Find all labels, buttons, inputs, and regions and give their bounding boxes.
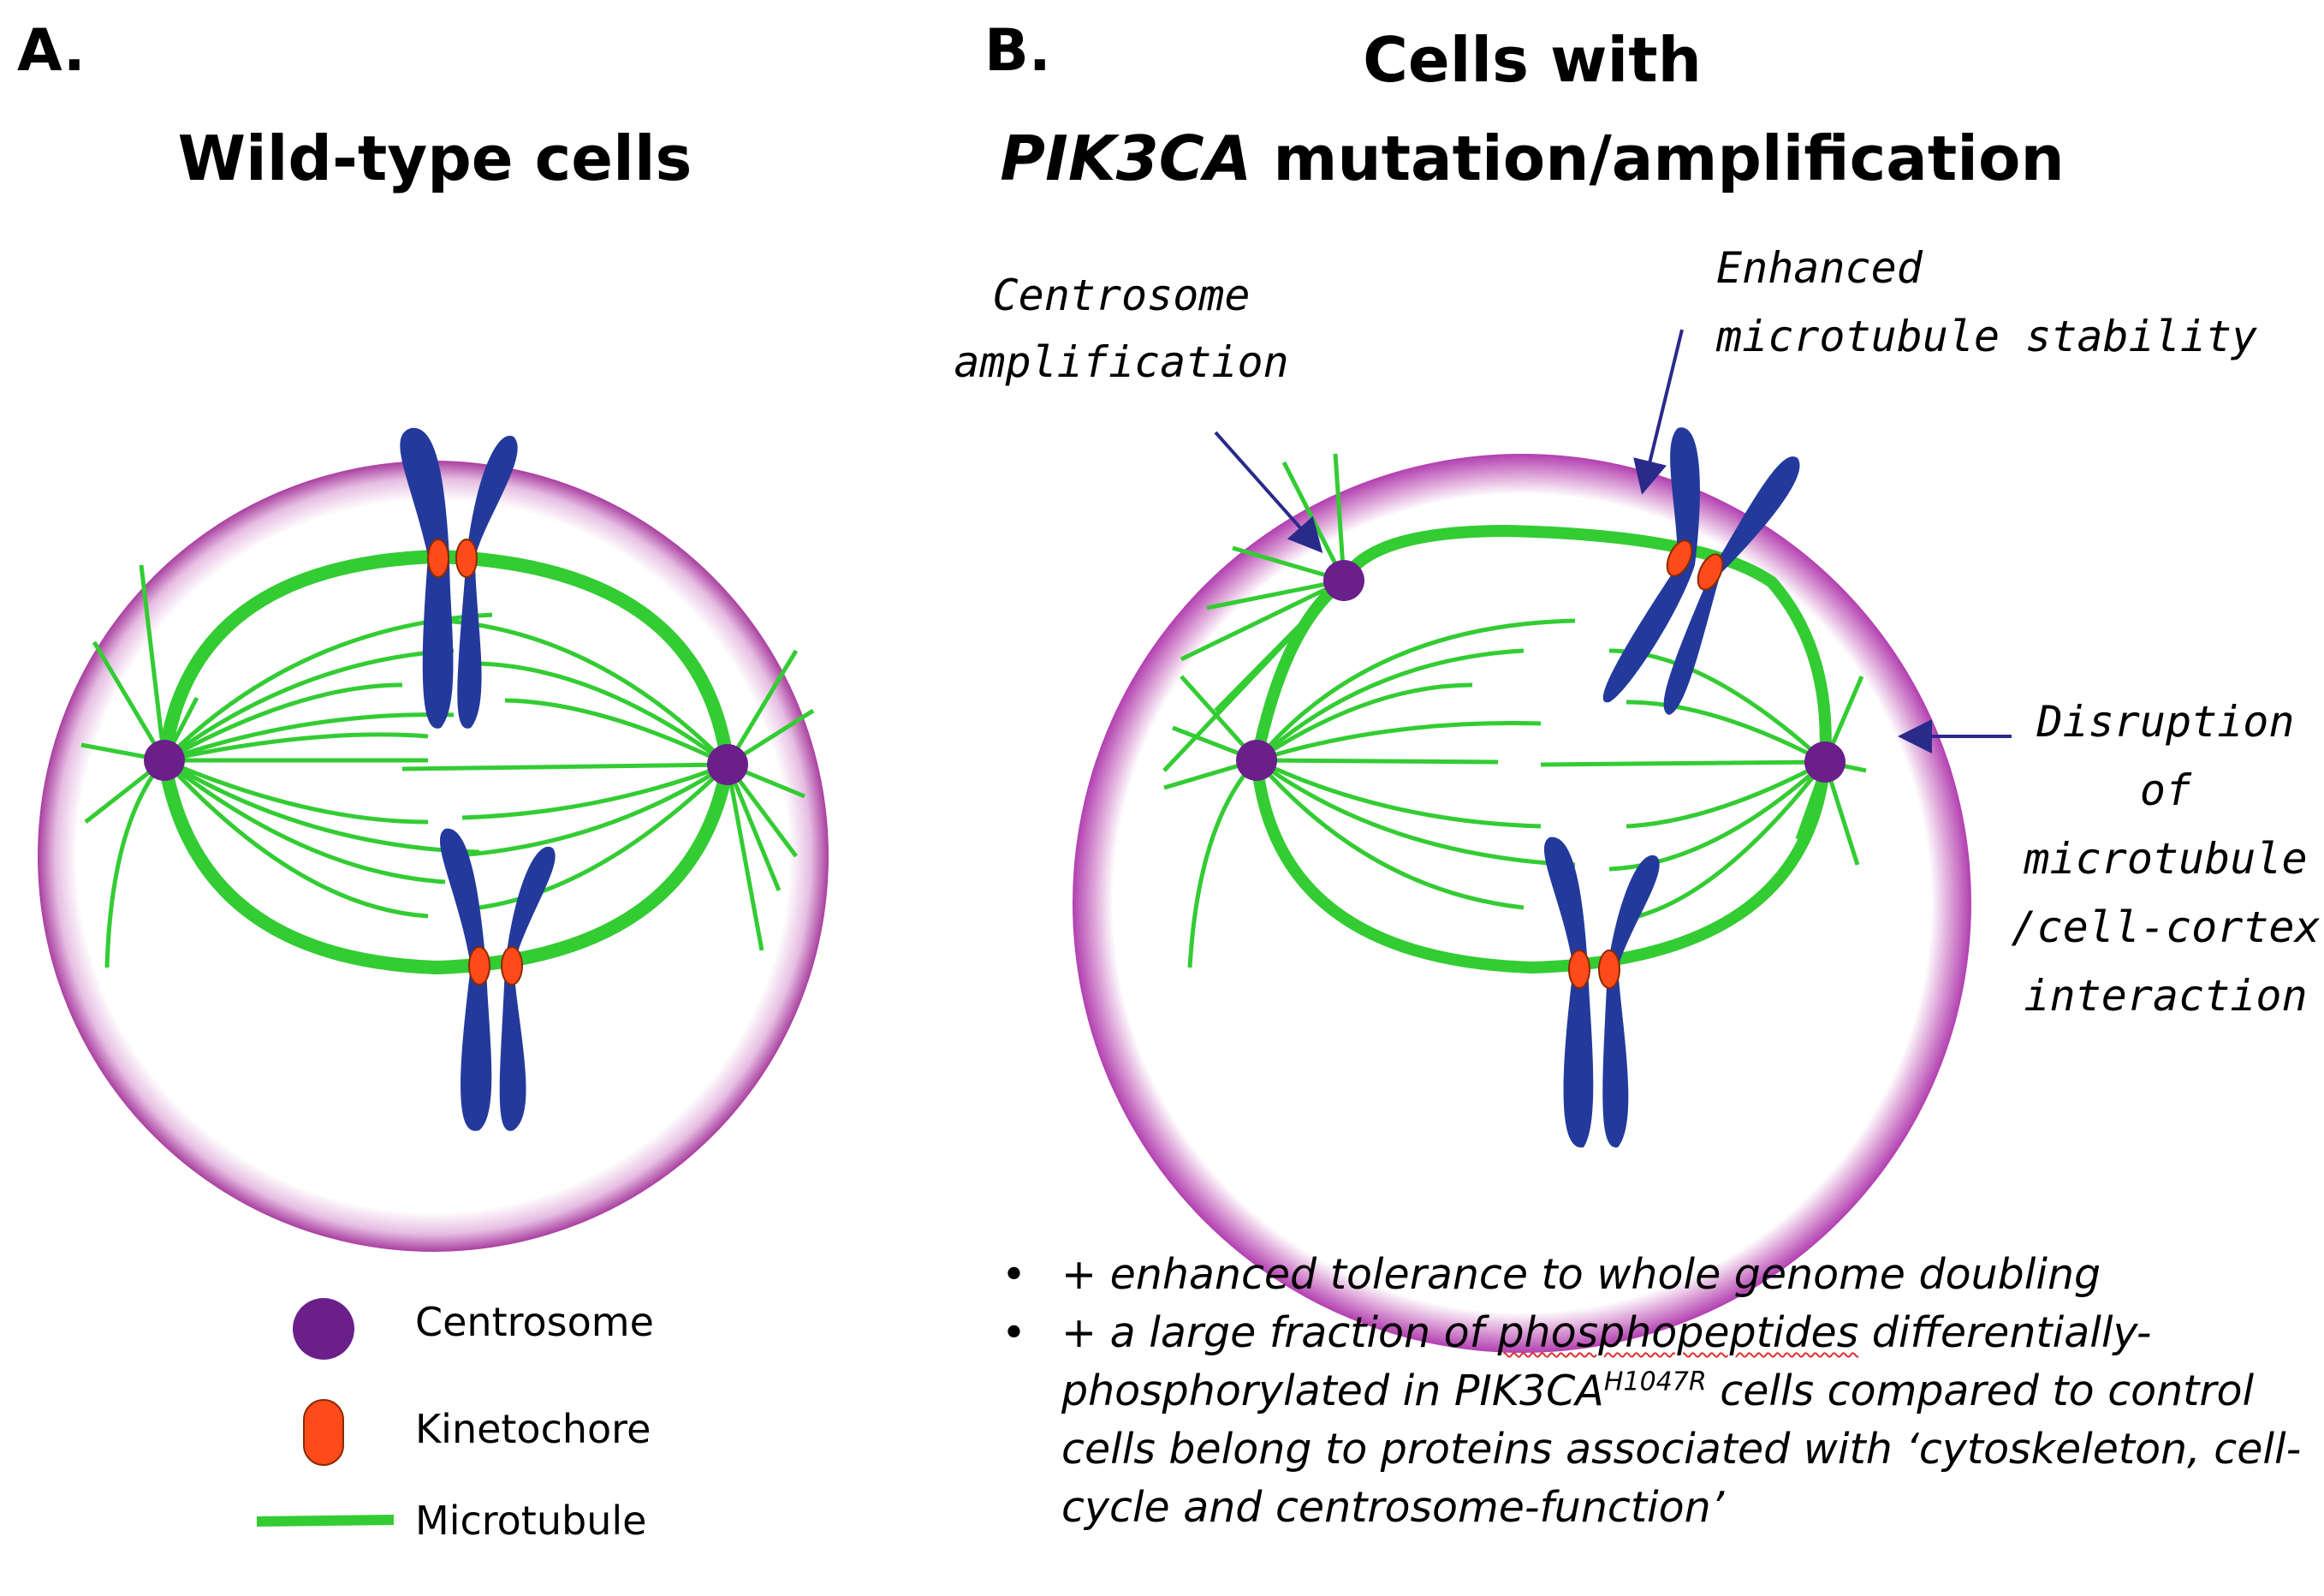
chromosome-b-bottom	[1543, 837, 1660, 1148]
anno-mt-stability-1: Enhanced	[1716, 243, 1923, 293]
anno-disruption-4: /cell-cortex	[2011, 902, 2320, 952]
finding-2: • + a large fraction of phosphopeptides d…	[993, 1304, 2311, 1537]
centrosome-b-left	[1236, 740, 1277, 781]
arrow-centrosome-amp	[1214, 431, 1323, 553]
anno-mt-stability-2: microtubule stability	[1715, 312, 2257, 361]
legend: Centrosome Kinetochore Microtubule	[256, 1298, 654, 1544]
panel-b-title-line2: PIK3CA mutation/amplification	[1000, 122, 2064, 194]
arrow-mt-stability	[1633, 329, 1684, 495]
finding-2-post: cells compared to control cells belong t…	[1061, 1367, 2302, 1532]
panel-a-title: Wild-type cells	[178, 122, 692, 194]
legend-centrosome-swatch	[293, 1298, 354, 1360]
kinetochores-b-top	[1666, 539, 1724, 591]
findings-list: • + enhanced tolerance to whole genome do…	[993, 1246, 2311, 1537]
panel-b-title-line1: Cells with	[1363, 24, 1702, 96]
finding-1: • + enhanced tolerance to whole genome do…	[993, 1246, 2311, 1304]
anno-disruption-2: of	[2140, 765, 2192, 815]
title-gene-name: PIK3CA	[1000, 122, 1251, 194]
anno-disruption-1: Disruption	[2036, 697, 2294, 747]
cell-membrane-a	[38, 461, 829, 1252]
legend-kinetochore-swatch	[303, 1399, 344, 1466]
centrosome-b-right	[1804, 741, 1846, 783]
anno-disruption-3: microtubule	[2023, 834, 2307, 884]
centrosome-a-right	[707, 744, 748, 785]
bullet-marker: •	[1002, 1250, 1026, 1299]
finding-2-mid: differentially-phosphorylated in PIK3CA	[1061, 1308, 2152, 1415]
legend-centrosome-label: Centrosome	[415, 1299, 654, 1345]
finding-2-pre: + a large fraction of	[1061, 1308, 1498, 1357]
anno-centrosome-amp-1: Centrosome	[992, 271, 1250, 320]
chromosome-b-top	[1602, 427, 1800, 715]
legend-microtubule-label: Microtubule	[415, 1498, 646, 1544]
panel-a-letter: A.	[17, 17, 86, 85]
chromosome-a-bottom	[439, 828, 556, 1131]
chromosome-a-top	[400, 427, 518, 729]
kinetochores-a-top	[427, 539, 478, 578]
finding-2-superscript: H1047R	[1603, 1367, 1707, 1397]
centrosome-a-left	[144, 740, 185, 781]
legend-microtubule-swatch	[256, 1515, 395, 1527]
wildtype-cell	[38, 427, 829, 1252]
finding-1-text: + enhanced tolerance to whole genome dou…	[1061, 1250, 2101, 1299]
anno-centrosome-amp-2: amplification	[954, 337, 1288, 387]
kinetochores-b-bottom	[1568, 950, 1620, 989]
finding-2-keyword: phosphopeptides	[1497, 1308, 1859, 1357]
cell-membrane-b	[1073, 454, 1971, 1353]
bullet-marker: •	[1002, 1308, 1026, 1357]
title-rest: mutation/amplification	[1251, 122, 2064, 194]
pik3ca-cell	[1073, 427, 1971, 1353]
kinetochores-a-bottom	[468, 946, 523, 986]
legend-kinetochore-label: Kinetochore	[415, 1406, 651, 1452]
panel-b-letter: B.	[984, 17, 1051, 85]
centrosome-b-extra	[1323, 560, 1364, 601]
anno-disruption-5: interaction	[2024, 971, 2307, 1021]
